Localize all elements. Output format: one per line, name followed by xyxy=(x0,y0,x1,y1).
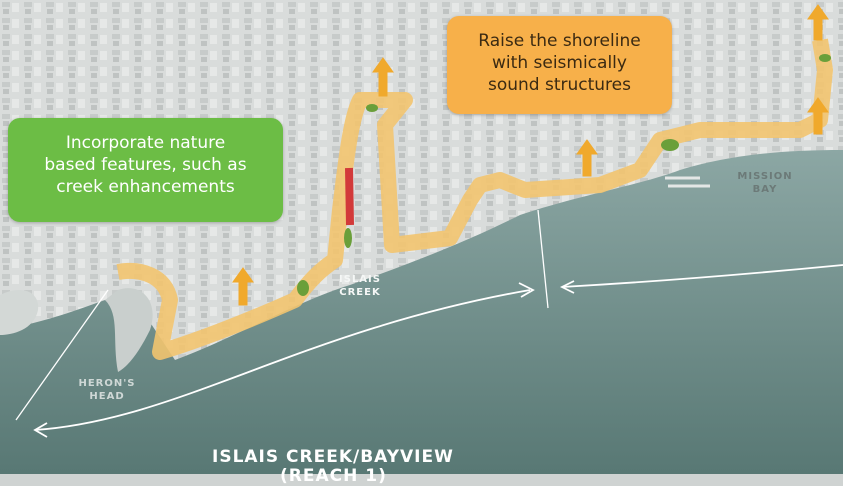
reach-divider-lines xyxy=(15,209,549,421)
islais-creek-label: ISLAIS CREEK xyxy=(335,273,385,299)
nature-features-callout: Incorporate nature based features, such … xyxy=(8,118,283,222)
nature-callout-line-3: creek enhancements xyxy=(56,177,235,197)
mission-label-line-1: MISSION xyxy=(737,171,793,182)
nature-callout-line-2: based features, such as xyxy=(44,155,247,175)
up-arrow-icon xyxy=(232,4,829,306)
reach-label: ISLAIS CREEK/BAYVIEW xyxy=(212,447,454,467)
heron-label-line-1: HERON'S xyxy=(78,378,136,389)
double-arrow-icon xyxy=(33,264,843,438)
islais-label-line-2: CREEK xyxy=(339,287,381,298)
mission-label-line-2: BAY xyxy=(752,184,778,195)
shoreline-band xyxy=(116,38,833,360)
heron-label-line-2: HEAD xyxy=(89,391,125,402)
shoreline-callout-line-3: sound structures xyxy=(487,75,631,95)
raise-shoreline-callout: Raise the shoreline with seismically sou… xyxy=(447,16,672,114)
islais-label-line-1: ISLAIS xyxy=(339,274,381,285)
green-features xyxy=(297,54,831,296)
pier xyxy=(665,176,710,188)
nature-callout-line-1: Incorporate nature xyxy=(65,133,226,153)
herons-head-label: HERON'S HEAD xyxy=(72,377,142,403)
herons-head-land xyxy=(105,288,153,372)
bay-water xyxy=(0,150,843,474)
reach-label-cut: (REACH 1) xyxy=(280,466,387,486)
shoreline-callout-line-1: Raise the shoreline xyxy=(478,31,641,51)
cove-land xyxy=(0,290,39,335)
red-segment xyxy=(345,167,354,226)
shoreline-callout-line-2: with seismically xyxy=(492,53,627,73)
map-base xyxy=(0,0,843,474)
mission-bay-label: MISSION BAY xyxy=(733,170,797,196)
